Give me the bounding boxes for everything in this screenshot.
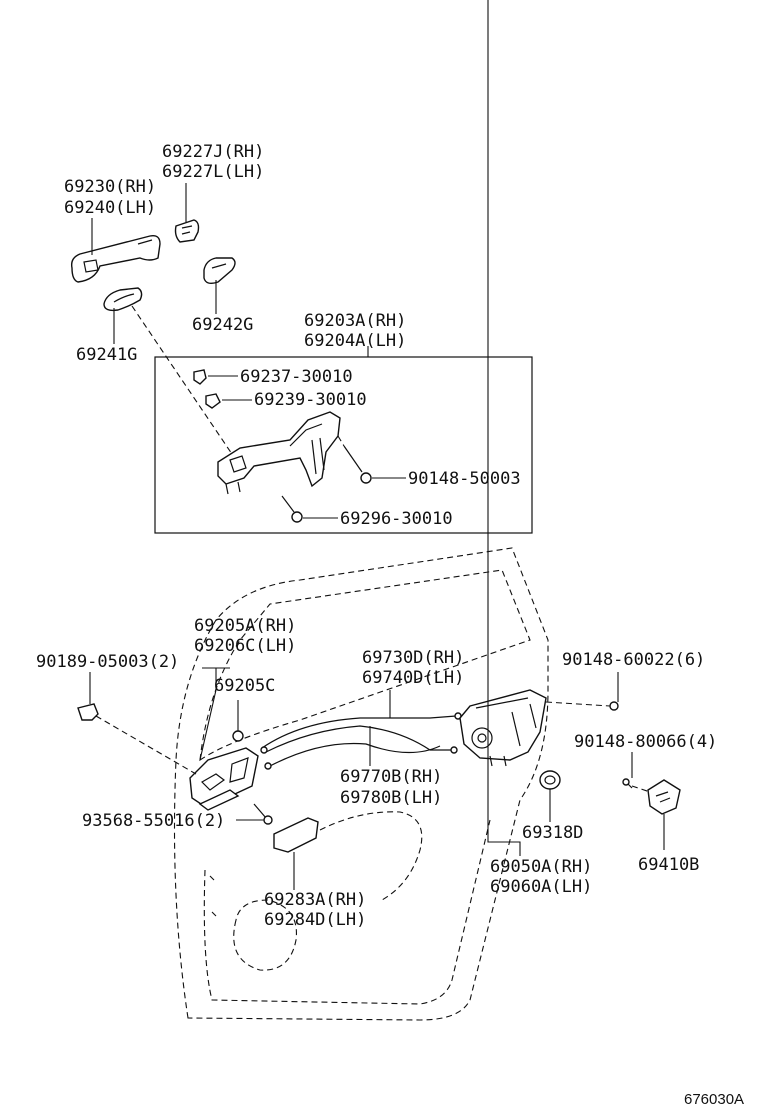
label-69770b: 69770B(RH) [340, 767, 442, 787]
frame-box [154, 356, 533, 534]
diagram-code: 676030A [684, 1091, 744, 1108]
label-69283a: 69283A(RH) [264, 890, 366, 910]
door-striker [647, 779, 681, 815]
label-69284d: 69284D(LH) [264, 910, 366, 930]
clip-90189 [77, 703, 99, 721]
dash-screw-80066 [631, 785, 651, 793]
label-69780b: 69780B(LH) [340, 788, 442, 808]
handle-cap [174, 219, 200, 243]
label-69060a: 69060A(LH) [490, 877, 592, 897]
label-69740d: 69740D(LH) [362, 668, 464, 688]
door-lock-assembly [459, 689, 547, 767]
label-90189: 90189-05003(2) [36, 652, 179, 672]
dash-clip-90189 [95, 715, 197, 775]
dash-screw-60022 [545, 701, 611, 707]
label-69730d: 69730D(RH) [362, 648, 464, 668]
label-69318d: 69318D [522, 823, 583, 843]
screw-90148-60022 [609, 701, 619, 711]
label-69227l: 69227L(LH) [162, 162, 264, 182]
clip-69239 [205, 393, 221, 409]
label-69242g: 69242G [192, 315, 253, 335]
label-90148-80066: 90148-80066(4) [574, 732, 717, 752]
label-69230: 69230(RH) [64, 177, 156, 197]
inside-handle-bezel [273, 817, 319, 853]
label-90148-60022: 90148-60022(6) [562, 650, 705, 670]
handle-pad [203, 257, 236, 285]
outside-handle [70, 234, 161, 283]
bolt-69296 [281, 495, 303, 523]
label-69237: 69237-30010 [240, 367, 353, 387]
handle-cover-clip [232, 730, 244, 742]
label-69205c: 69205C [214, 676, 275, 696]
door-outline [173, 547, 549, 1021]
leader-69205a [199, 667, 230, 761]
label-69240: 69240(LH) [64, 198, 156, 218]
lock-seal [539, 770, 561, 790]
label-69204a: 69204A(LH) [304, 331, 406, 351]
label-69206c: 69206C(LH) [194, 636, 296, 656]
screw-93568 [253, 803, 273, 825]
cables [260, 712, 462, 770]
leader-69050-path [487, 764, 521, 856]
label-69227j: 69227J(RH) [162, 142, 264, 162]
label-69241g: 69241G [76, 345, 137, 365]
label-69050a: 69050A(RH) [490, 857, 592, 877]
label-93568: 93568-55016(2) [82, 811, 225, 831]
dash-screw-a [337, 435, 345, 447]
handle-gasket [103, 287, 143, 312]
label-69296: 69296-30010 [340, 509, 453, 529]
screw-90148-50003 [343, 445, 372, 484]
screw-90148-80066 [622, 778, 633, 789]
label-90148-50003: 90148-50003 [408, 469, 521, 489]
handle-frame [217, 411, 341, 495]
label-69205a: 69205A(RH) [194, 616, 296, 636]
label-69203a: 69203A(RH) [304, 311, 406, 331]
inside-handle [189, 747, 259, 811]
clip-69237 [193, 369, 207, 385]
label-69410b: 69410B [638, 855, 699, 875]
dash-gasket-to-frame [131, 305, 237, 461]
label-69239: 69239-30010 [254, 390, 367, 410]
